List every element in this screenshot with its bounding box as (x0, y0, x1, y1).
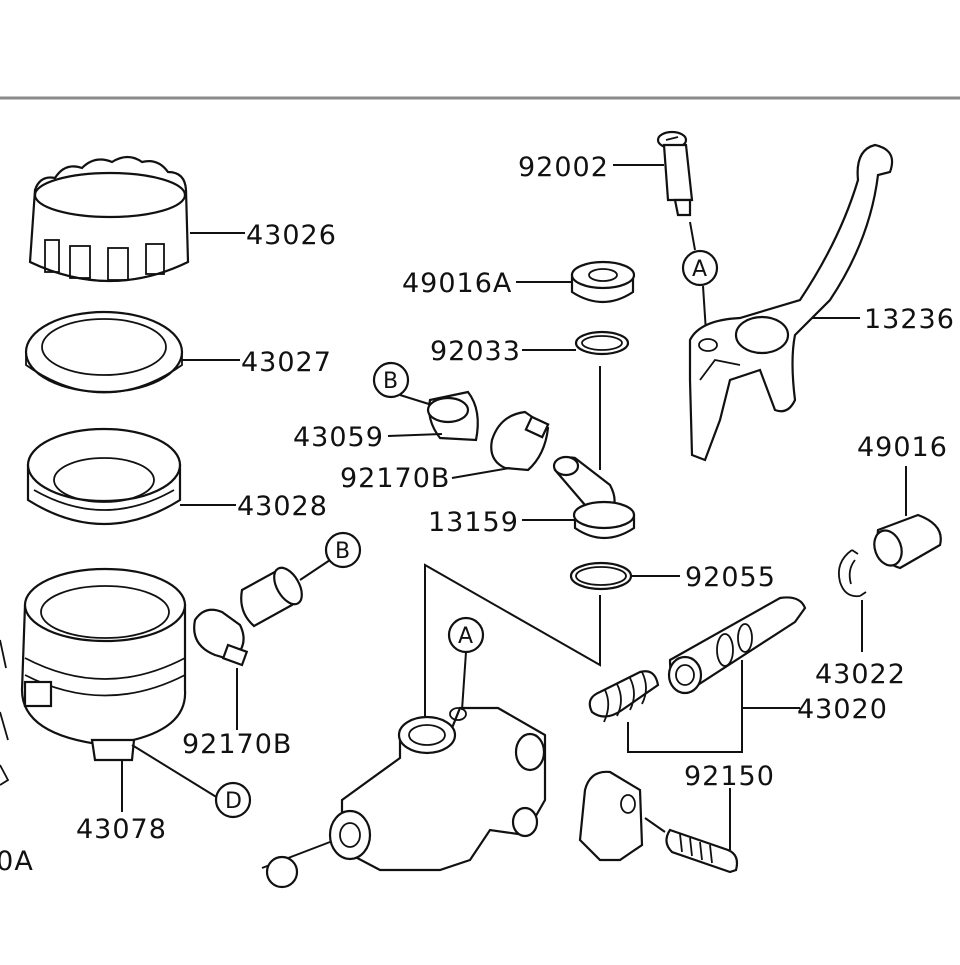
diaphragm-plate-part (24, 310, 184, 394)
assembly-reference-line (424, 563, 601, 725)
hose-clamp-mid-part (490, 410, 550, 472)
part-number-43027: 43027 (241, 347, 332, 378)
part-number-43022: 43022 (815, 659, 906, 690)
bolt-92150-part (665, 828, 739, 874)
leader-callout-b-upper (399, 394, 433, 406)
snap-ring-part (837, 549, 867, 598)
reservoir-body-part (20, 567, 187, 762)
leader-callout-b-lower (299, 559, 331, 581)
leader-bracket-bolt (644, 817, 666, 833)
leader-callout-d (131, 744, 219, 799)
callout-d: D (214, 781, 252, 819)
part-number-13159: 13159 (428, 507, 519, 538)
part-number-43028: 43028 (237, 491, 328, 522)
callout-b-upper-label: B (383, 369, 398, 394)
hose-b-left-part (240, 566, 303, 628)
pivot-bolt-part (656, 130, 694, 217)
hose-clamp-left-part (193, 608, 249, 667)
part-number-43020: 43020 (797, 694, 888, 725)
o-ring-part (569, 561, 633, 591)
clamp-bracket-part (578, 770, 644, 862)
part-number-43026: 43026 (246, 220, 337, 251)
reservoir-cap-part (28, 155, 190, 283)
part-number-92170B-mid: 92170B (340, 463, 450, 494)
part-number-49016A: 49016A (402, 268, 512, 299)
callout-b-lower: B (324, 531, 362, 569)
callout-a-lower-label: A (458, 624, 473, 649)
piston-part (667, 596, 807, 695)
rubber-cap-part (570, 260, 636, 303)
part-number-92150: 92150 (684, 761, 775, 792)
part-number-92033: 92033 (430, 336, 521, 367)
callout-a-lower: A (447, 616, 485, 654)
leader-92170B-mid (451, 467, 511, 479)
callout-d-label: D (225, 789, 242, 814)
partial-callout-circle (265, 855, 299, 889)
elbow-fitting-part (552, 455, 636, 539)
leader-43059 (387, 433, 443, 437)
leader-bolt-to-callout (689, 221, 696, 251)
brake-lever-part (688, 143, 894, 462)
dust-boot-part (873, 513, 942, 570)
spring-part (588, 670, 660, 723)
part-number-92002: 92002 (518, 152, 609, 183)
partial-left-edge-part (0, 639, 10, 786)
part-number-92170B-left: 92170B (182, 729, 292, 760)
callout-a-upper-label: A (692, 257, 707, 282)
diaphragm-part (26, 427, 182, 526)
part-number-49016: 49016 (857, 432, 948, 463)
callout-b-lower-label: B (335, 539, 350, 564)
callout-a-upper: A (681, 249, 719, 287)
part-number-43078: 43078 (76, 814, 167, 845)
callout-b-upper: B (372, 361, 410, 399)
leader-43020-spring (627, 708, 743, 753)
leader-callout-a-lower (461, 651, 467, 711)
leader-43020 (741, 660, 800, 709)
circlip-part (574, 330, 630, 356)
master-cylinder-body-part (328, 706, 547, 872)
part-number-43059: 43059 (293, 422, 384, 453)
hose-part (426, 390, 479, 442)
part-number-partial-70A: 70A (0, 846, 34, 877)
part-number-13236: 13236 (864, 304, 955, 335)
part-number-92055: 92055 (685, 562, 776, 593)
